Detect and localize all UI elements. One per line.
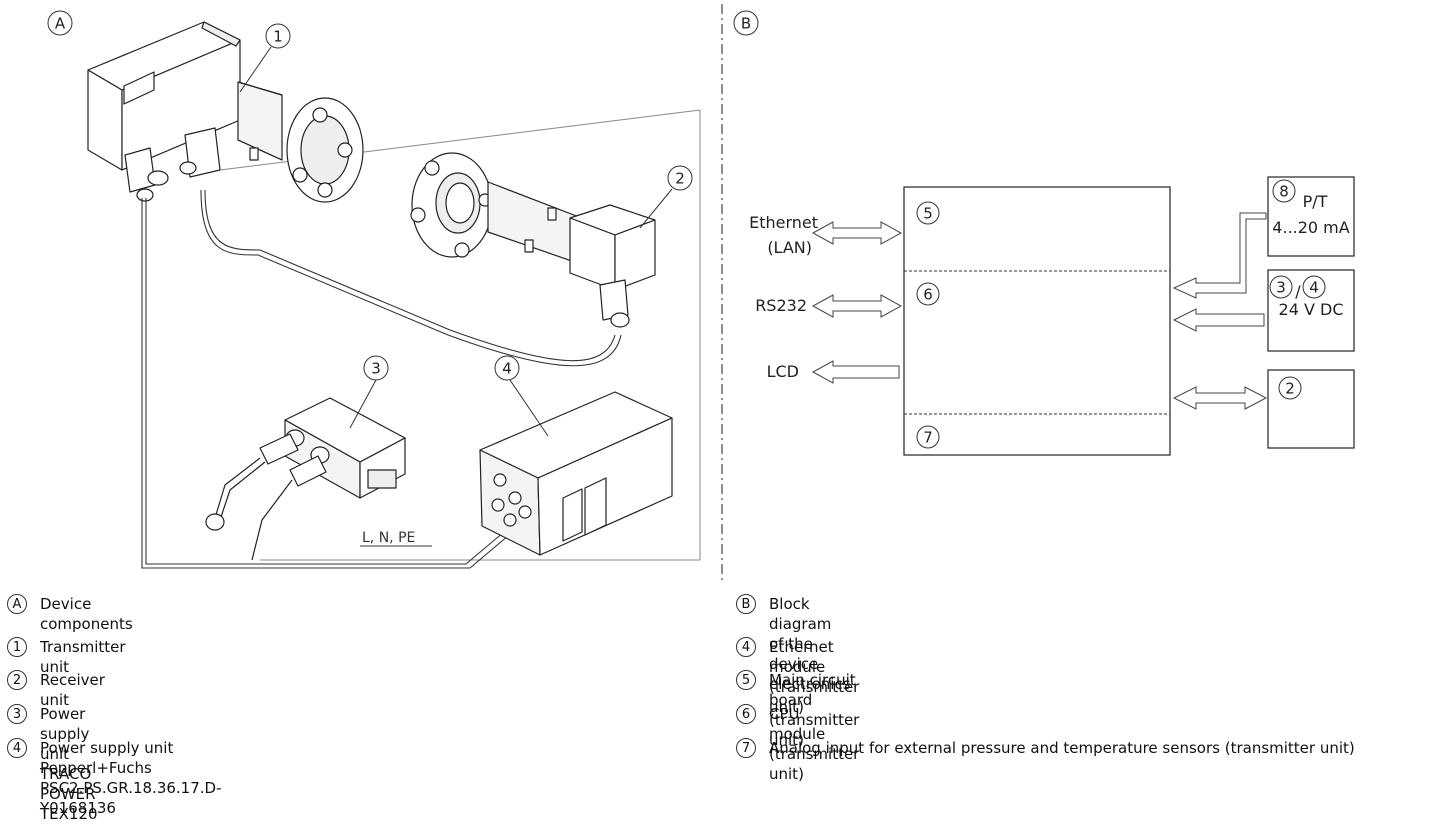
panel-b-badge <box>733 10 759 36</box>
legend-badge: 2 <box>7 670 27 690</box>
cables <box>141 189 622 569</box>
sensor-box-badge-8: 8 <box>1272 179 1296 203</box>
voltage-label: 24 V DC <box>1279 300 1344 319</box>
panel-a-badge <box>47 10 73 36</box>
callout-1-number: 1 <box>273 28 283 46</box>
callout-4-number: 4 <box>502 360 512 378</box>
panel-b: B 5 6 7 Ethernet (LAN) RS232 LCD 8 <box>733 10 1355 456</box>
legend-left-item: 2 Receiver unit <box>7 670 105 710</box>
legend-badge: A <box>7 594 27 614</box>
panel-a-letter: A <box>55 15 66 33</box>
main-electronics-box <box>903 186 1171 456</box>
rs232-label: RS232 <box>755 296 807 315</box>
svg-text:2: 2 <box>1285 380 1295 398</box>
current-range-label: 4...20 mA <box>1272 218 1349 237</box>
legend-left-item: 1 Transmitter unit <box>7 637 126 677</box>
ethernet-label-line2: (LAN) <box>767 238 812 257</box>
transmitter-unit-drawing <box>87 21 364 203</box>
svg-text:8: 8 <box>1279 183 1289 201</box>
cable-label: L, N, PE <box>362 530 415 546</box>
sensor-input-arrow <box>1172 212 1267 299</box>
section-badge-5: 5 <box>916 201 940 225</box>
legend-badge: 4 <box>736 637 756 657</box>
ethernet-label: Ethernet <box>749 213 818 232</box>
legend-text: Device components <box>40 595 133 633</box>
legend-badge: 4 <box>7 738 27 758</box>
power-box-badge-4: 4 <box>1302 275 1326 299</box>
panel-a: A <box>47 10 701 569</box>
figure-canvas: A <box>47 4 1355 582</box>
legend-text: Block diagram of the device electronics <box>769 595 851 693</box>
power-input-arrow <box>1172 308 1265 332</box>
legend-badge: 5 <box>736 670 756 690</box>
section-badge-7: 7 <box>916 425 940 449</box>
power-supply-pepperl-fuchs-drawing <box>479 391 673 556</box>
svg-text:5: 5 <box>923 205 933 223</box>
legend-text: Transmitter unit <box>40 638 126 676</box>
section-badge-6: 6 <box>916 282 940 306</box>
legend-text: CPU module (transmitter unit) <box>769 705 860 783</box>
callout-3: 3 <box>349 355 389 429</box>
legend-text: Receiver unit <box>40 671 105 709</box>
receiver-box-badge-2: 2 <box>1278 376 1302 400</box>
legend-left-item: A Device components <box>7 594 133 634</box>
callout-1: 1 <box>239 23 291 93</box>
receiver-bidirectional-arrow <box>1172 386 1268 410</box>
ethernet-bidirectional-arrow <box>811 221 903 245</box>
legend-right-item: 5 Main circuit board (transmitter unit) <box>736 670 859 750</box>
power-box-separator: / <box>1295 282 1301 301</box>
legend-right-item: 4 Ethernet module (transmitter unit) <box>736 637 859 717</box>
legend-text: Main circuit board (transmitter unit) <box>769 671 860 749</box>
legend-right-item: B Block diagram of the device electronic… <box>736 594 851 694</box>
legend-badge: 1 <box>7 637 27 657</box>
callout-2-number: 2 <box>675 170 685 188</box>
legend-text: Power supply unit Pepperl+Fuchs PSC2.PS.… <box>40 739 222 817</box>
svg-text:4: 4 <box>1309 279 1319 297</box>
svg-text:6: 6 <box>923 286 933 304</box>
svg-text:7: 7 <box>923 429 933 447</box>
legend-right-item: 7 Analog input for external pressure and… <box>736 738 1426 758</box>
pressure-temperature-label: P/T <box>1303 192 1328 211</box>
legend-badge: 7 <box>736 738 756 758</box>
power-supply-tex120-drawing <box>205 397 406 561</box>
legend-text: Analog input for external pressure and t… <box>769 739 1355 757</box>
legend-badge: 3 <box>7 704 27 724</box>
legend-badge: B <box>736 594 756 614</box>
lcd-label: LCD <box>767 362 799 381</box>
receiver-unit-drawing <box>410 152 656 328</box>
callout-4: 4 <box>494 355 549 437</box>
legend-badge: 6 <box>736 704 756 724</box>
lcd-output-arrow <box>811 360 900 384</box>
legend-text: Ethernet module (transmitter unit) <box>769 638 860 716</box>
power-box-badge-3: 3 <box>1269 275 1293 299</box>
legend-right-item: 6 CPU module (transmitter unit) <box>736 704 859 784</box>
callout-3-number: 3 <box>371 360 381 378</box>
callout-2: 2 <box>639 165 693 229</box>
legend-left-item: 4 Power supply unit Pepperl+Fuchs PSC2.P… <box>7 738 222 818</box>
panel-b-letter: B <box>741 15 751 33</box>
svg-text:3: 3 <box>1276 279 1286 297</box>
rs232-bidirectional-arrow <box>811 294 903 318</box>
